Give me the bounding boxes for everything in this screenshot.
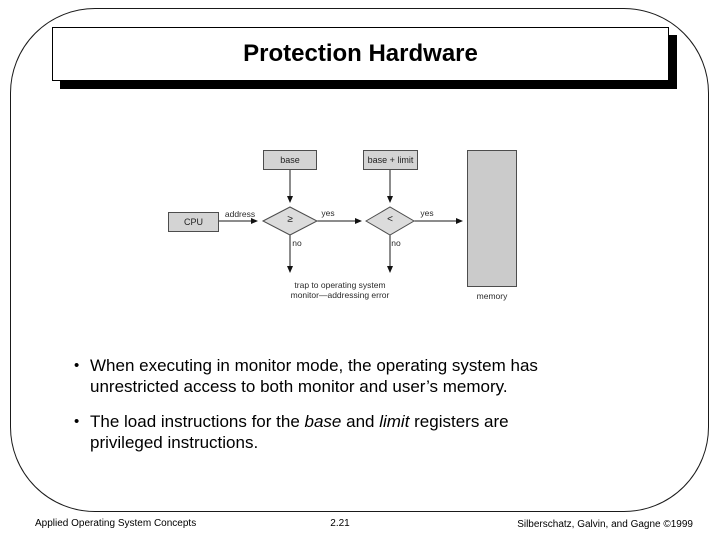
bullet-icon: • bbox=[74, 357, 80, 374]
decision-diamond-lt bbox=[365, 206, 415, 236]
trap-text: trap to operating system monitor—address… bbox=[260, 280, 420, 300]
no-label-1: no bbox=[292, 238, 302, 248]
memory-box bbox=[467, 150, 517, 287]
bullet-item-1: • When executing in monitor mode, the op… bbox=[74, 355, 538, 397]
base-register-box: base bbox=[263, 150, 317, 170]
bullet-text: When executing in monitor mode, the oper… bbox=[90, 355, 538, 397]
bullet-list: • When executing in monitor mode, the op… bbox=[74, 355, 538, 467]
memory-label: memory bbox=[476, 291, 508, 301]
bullet-line: When executing in monitor mode, the oper… bbox=[90, 356, 538, 375]
base-limit-register-label: base + limit bbox=[367, 155, 414, 165]
bullet-line: privileged instructions. bbox=[90, 433, 259, 452]
bullet-line: unrestricted access to both monitor and … bbox=[90, 377, 508, 396]
flow-diagram-svg bbox=[219, 170, 463, 273]
bullet-line: The load instructions for the base and l… bbox=[90, 412, 509, 431]
base-limit-register-box: base + limit bbox=[363, 150, 418, 170]
trap-text-line2: monitor—addressing error bbox=[290, 290, 390, 300]
lt-symbol: < bbox=[387, 214, 393, 225]
title-box: Protection Hardware bbox=[52, 27, 669, 81]
flow-arrows bbox=[219, 170, 463, 273]
ge-symbol: ≥ bbox=[287, 214, 293, 225]
base-register-label: base bbox=[280, 155, 300, 165]
cpu-box: CPU bbox=[168, 212, 219, 232]
protection-hardware-diagram: base base + limit CPU ≥ < address yes ye… bbox=[150, 140, 530, 310]
footer-authors-copyright: Silberschatz, Galvin, and Gagne ©1999 bbox=[517, 519, 693, 530]
trap-text-line1: trap to operating system bbox=[294, 280, 386, 290]
cpu-label: CPU bbox=[183, 217, 203, 227]
bullet-item-2: • The load instructions for the base and… bbox=[74, 411, 538, 453]
footer-page-number: 2.21 bbox=[330, 518, 350, 529]
bullet-text: The load instructions for the base and l… bbox=[90, 411, 509, 453]
yes-label-1: yes bbox=[321, 208, 335, 218]
no-label-2: no bbox=[391, 238, 401, 248]
address-label: address bbox=[224, 209, 256, 219]
slide-border-frame bbox=[10, 8, 709, 512]
page-title: Protection Hardware bbox=[243, 40, 478, 67]
yes-label-2: yes bbox=[420, 208, 434, 218]
decision-diamond-ge bbox=[261, 206, 319, 236]
bullet-icon: • bbox=[74, 413, 80, 430]
footer-book-title: Applied Operating System Concepts bbox=[35, 518, 197, 529]
